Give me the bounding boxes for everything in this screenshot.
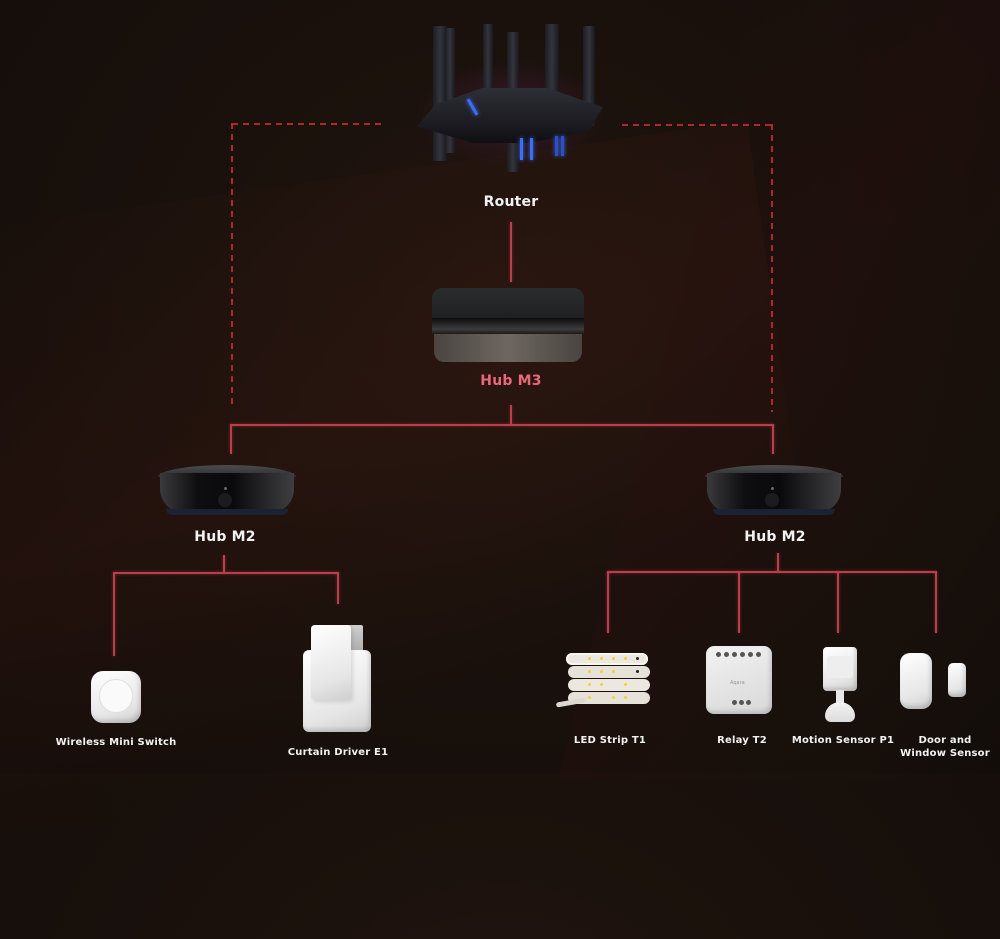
wireless-switch-icon	[91, 671, 141, 723]
hub-m2-left-label: Hub M2	[194, 529, 256, 545]
curtain-driver-label: Curtain Driver E1	[287, 747, 389, 758]
hub-m2-right-label: Hub M2	[744, 529, 806, 545]
hub-m2-right-icon	[705, 465, 843, 517]
relay-icon: Aqara	[706, 646, 772, 714]
door-window-sensor-label-line1: Door and	[918, 735, 972, 746]
wireless-mini-switch-label: Wireless Mini Switch	[55, 737, 177, 748]
connector-router-hub-m3	[510, 222, 512, 282]
motion-sensor-label: Motion Sensor P1	[791, 735, 895, 746]
router-icon	[405, 18, 615, 172]
hub-m2-left-icon	[158, 465, 296, 517]
router-label: Router	[483, 194, 539, 210]
led-strip-label: LED Strip T1	[573, 735, 647, 746]
door-window-sensor-label-line2: Window Sensor	[900, 748, 990, 759]
relay-label: Relay T2	[717, 735, 767, 746]
door-window-sensor-label: Door and Window Sensor	[900, 734, 990, 760]
hub-m3-icon	[432, 288, 584, 362]
relay-brand-mark: Aqara	[730, 680, 745, 686]
hub-m3-label: Hub M3	[480, 373, 542, 389]
